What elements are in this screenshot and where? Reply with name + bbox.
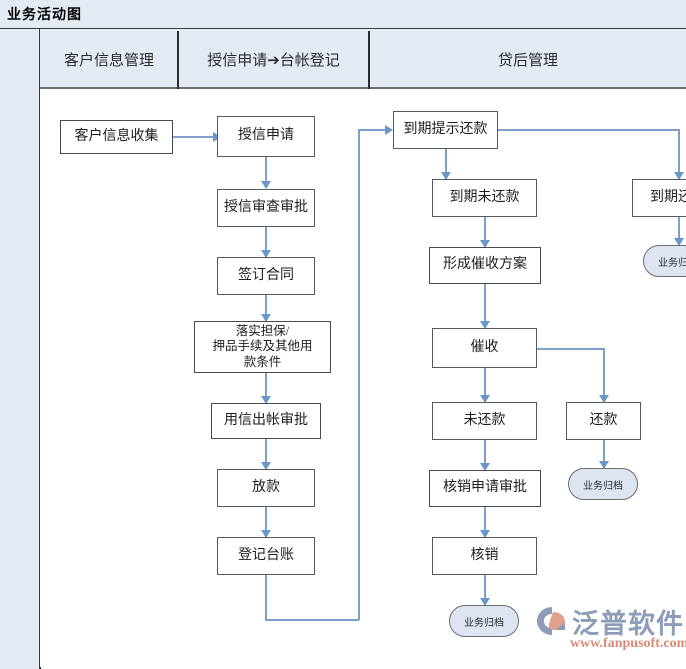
title-band: 业务活动图 xyxy=(0,0,686,29)
arrowhead-review-to-contract xyxy=(261,250,271,258)
arrowhead-collection-to-repaid xyxy=(599,395,609,403)
arrowhead-duereminder-to-dueunpaid xyxy=(441,172,451,180)
arrowhead-guarantee-to-useapprove xyxy=(261,396,271,404)
node-due-unpaid[interactable]: 到期未还款 xyxy=(432,179,537,217)
node-disburse[interactable]: 放款 xyxy=(217,469,315,507)
node-writeoff-apply-approve[interactable]: 核销申请审批 xyxy=(429,470,541,507)
node-repaid[interactable]: 还款 xyxy=(566,402,641,440)
connector-duereminder-right xyxy=(498,129,680,131)
node-archive-1[interactable]: 业务归档 xyxy=(643,245,686,277)
connector-dueunpaid-to-formplan xyxy=(484,217,486,247)
connector-duerepaid-to-archive1 xyxy=(678,217,680,245)
arrowhead-ledger-to-duereminder xyxy=(385,125,393,135)
connector-formplan-to-collection xyxy=(484,284,486,328)
arrowhead-writeoff-to-archive3 xyxy=(480,598,490,606)
watermark-logo: 泛普软件 www.fanpusoft.com xyxy=(536,600,686,662)
node-credit-apply[interactable]: 授信申请 xyxy=(217,116,315,157)
node-due-repaid[interactable]: 到期还款 xyxy=(632,179,686,217)
diagram-canvas: 客户信息收集 授信申请 授信审查审批 签订合同 落实担保/ 押品手续及其他用 款… xyxy=(41,89,686,669)
node-implement-guarantee-line1: 落实担保/ xyxy=(235,324,290,339)
arrowhead-disburse-to-ledger xyxy=(261,530,271,538)
page-title: 业务活动图 xyxy=(7,8,82,23)
node-implement-guarantee-line2: 押品手续及其他用 xyxy=(212,339,313,354)
node-unpaid[interactable]: 未还款 xyxy=(432,402,537,440)
node-credit-review-approve[interactable]: 授信审查审批 xyxy=(217,189,315,227)
connector-collection-to-unpaid xyxy=(484,368,486,402)
node-archive-3[interactable]: 业务归档 xyxy=(449,605,519,637)
node-register-ledger[interactable]: 登记台账 xyxy=(217,537,315,575)
node-collection[interactable]: 催收 xyxy=(432,328,537,368)
connector-duereminder-down-right xyxy=(678,129,680,179)
connector-writeoffapply-to-writeoff xyxy=(484,507,486,537)
arrowhead-collection-to-unpaid xyxy=(480,395,490,403)
connector-contract-to-guarantee xyxy=(265,295,267,321)
connector-apply-to-review xyxy=(265,157,267,187)
connector-ledger-up xyxy=(358,129,360,620)
arrowhead-repaid-to-archive2 xyxy=(599,461,609,469)
node-sign-contract[interactable]: 签订合同 xyxy=(217,257,315,295)
connector-ledger-down xyxy=(265,575,267,620)
arrowhead-duereminder-to-duerepaid xyxy=(674,172,684,180)
connector-collection-down-right xyxy=(603,348,605,402)
connector-repaid-to-archive2 xyxy=(603,440,605,468)
arrowhead-dueunpaid-to-formplan xyxy=(480,240,490,248)
connector-guarantee-to-useapprove xyxy=(265,373,267,403)
arrowhead-contract-to-guarantee xyxy=(261,314,271,322)
node-customer-info-collect[interactable]: 客户信息收集 xyxy=(60,120,173,154)
connector-unpaid-to-writeoffapply xyxy=(484,440,486,470)
node-implement-guarantee-line3: 款条件 xyxy=(243,354,282,369)
lane-header-post-loan: 贷后管理 xyxy=(497,52,558,69)
node-implement-guarantee[interactable]: 落实担保/ 押品手续及其他用 款条件 xyxy=(194,321,331,373)
connector-ledger-right xyxy=(265,619,359,621)
left-spine-column xyxy=(0,29,40,669)
arrowhead-formplan-to-collection xyxy=(480,321,490,329)
node-archive-2[interactable]: 业务归档 xyxy=(568,468,638,500)
node-writeoff[interactable]: 核销 xyxy=(432,537,537,575)
watermark-url: www.fanpusoft.com xyxy=(570,636,686,651)
lane-header-row: 客户信息管理 授信申请➔台帐登记 贷后管理 xyxy=(0,29,686,89)
connector-collect-to-apply xyxy=(173,136,214,138)
fanpu-logo-icon xyxy=(537,607,565,635)
arrowhead-useapprove-to-disburse xyxy=(261,462,271,470)
connector-useapprove-to-disburse xyxy=(265,439,267,469)
connector-collection-right xyxy=(537,348,605,350)
connector-duereminder-to-dueunpaid xyxy=(445,149,447,179)
lane-header-credit-apply: 授信申请➔台帐登记 xyxy=(207,52,340,69)
connector-review-to-contract xyxy=(265,227,267,257)
arrowhead-duerepaid-to-archive1 xyxy=(674,238,684,246)
lane-header-customer-info: 客户信息管理 xyxy=(63,52,154,69)
arrowhead-unpaid-to-writeoffapply xyxy=(480,463,490,471)
connector-writeoff-to-archive3 xyxy=(484,575,486,605)
node-form-collection-plan[interactable]: 形成催收方案 xyxy=(429,247,541,284)
connector-disburse-to-ledger xyxy=(265,507,267,537)
node-credit-use-approve[interactable]: 用信出帐审批 xyxy=(211,403,321,439)
arrowhead-writeoffapply-to-writeoff xyxy=(480,530,490,538)
connector-ledger-to-duereminder xyxy=(358,129,390,131)
node-due-reminder[interactable]: 到期提示还款 xyxy=(393,111,498,149)
watermark-brand: 泛普软件 xyxy=(572,609,684,639)
arrowhead-apply-to-review xyxy=(261,181,271,189)
